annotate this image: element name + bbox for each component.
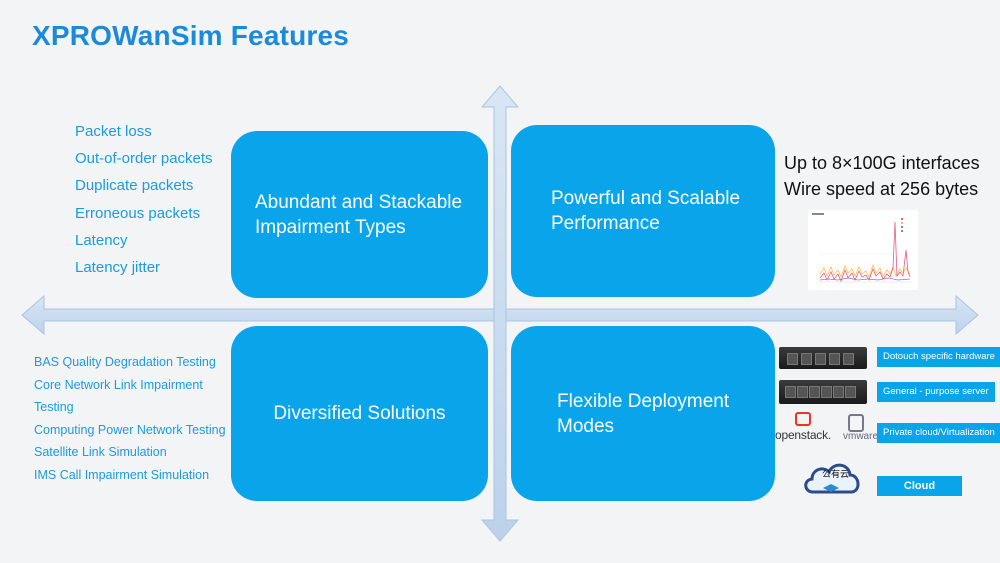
spec-line: Up to 8×100G interfaces [784, 153, 980, 173]
list-item: Erroneous packets [75, 204, 201, 222]
performance-thumbnail-chart [808, 210, 918, 290]
list-item: Latency [75, 231, 128, 249]
list-item: Latency jitter [75, 258, 161, 276]
page-title: XPROWanSim Features [32, 20, 350, 51]
quadrant-solutions: Diversified Solutions [231, 326, 488, 501]
quadrant-performance: Powerful and Scalable Performance [511, 125, 775, 297]
deployment-label-hardware: Dotouch specific hardware [877, 347, 1000, 367]
spec-line: Wire speed at 256 bytes [784, 179, 979, 199]
general-server-image [779, 380, 867, 404]
deployment-label-cloud: Cloud [877, 476, 962, 496]
public-cloud-icon [804, 463, 860, 494]
quadrant-deployment: Flexible Deployment Modes [511, 326, 775, 501]
openstack-logo-text: openstack. [775, 428, 832, 442]
quadrant-label: Powerful and Scalable Performance [551, 188, 741, 234]
quadrant-label: Diversified Solutions [273, 403, 446, 424]
openstack-logo-icon [795, 412, 811, 426]
list-item: Satellite Link Simulation [34, 445, 167, 460]
vmware-logo-icon [848, 414, 864, 432]
quadrant-label: Abundant and Stackable Impairment Types [255, 191, 463, 238]
solutions-list: BAS Quality Degradation Testing Core Net… [34, 351, 229, 487]
dotouch-hardware-image [779, 347, 867, 369]
list-item: BAS Quality Degradation Testing [34, 355, 216, 369]
impairment-list: Packet loss Out-of-order packets Duplica… [75, 122, 213, 285]
vmware-logo-text: vmware [843, 431, 879, 442]
list-item: Computing Power Network Testing [34, 422, 226, 437]
list-item: Packet loss [75, 123, 152, 140]
vertical-axis-arrow [480, 85, 520, 542]
cloud-logo-text: 公有云 [822, 469, 850, 479]
list-item: Duplicate packets [75, 177, 194, 195]
list-item: IMS Call Impairment Simulation [34, 467, 210, 482]
list-item: Core Network Link Impairment Testing [34, 377, 203, 415]
deployment-label-server: General - purpose server [877, 382, 995, 402]
deployment-label-private-cloud: Private cloud/Virtualization [877, 423, 1000, 443]
performance-specs: Up to 8×100G interfaces Wire speed at 25… [784, 150, 980, 202]
list-item: Out-of-order packets [75, 150, 213, 168]
quadrant-impairment-types: Abundant and Stackable Impairment Types [231, 131, 488, 298]
quadrant-label: Flexible Deployment Modes [557, 390, 730, 437]
